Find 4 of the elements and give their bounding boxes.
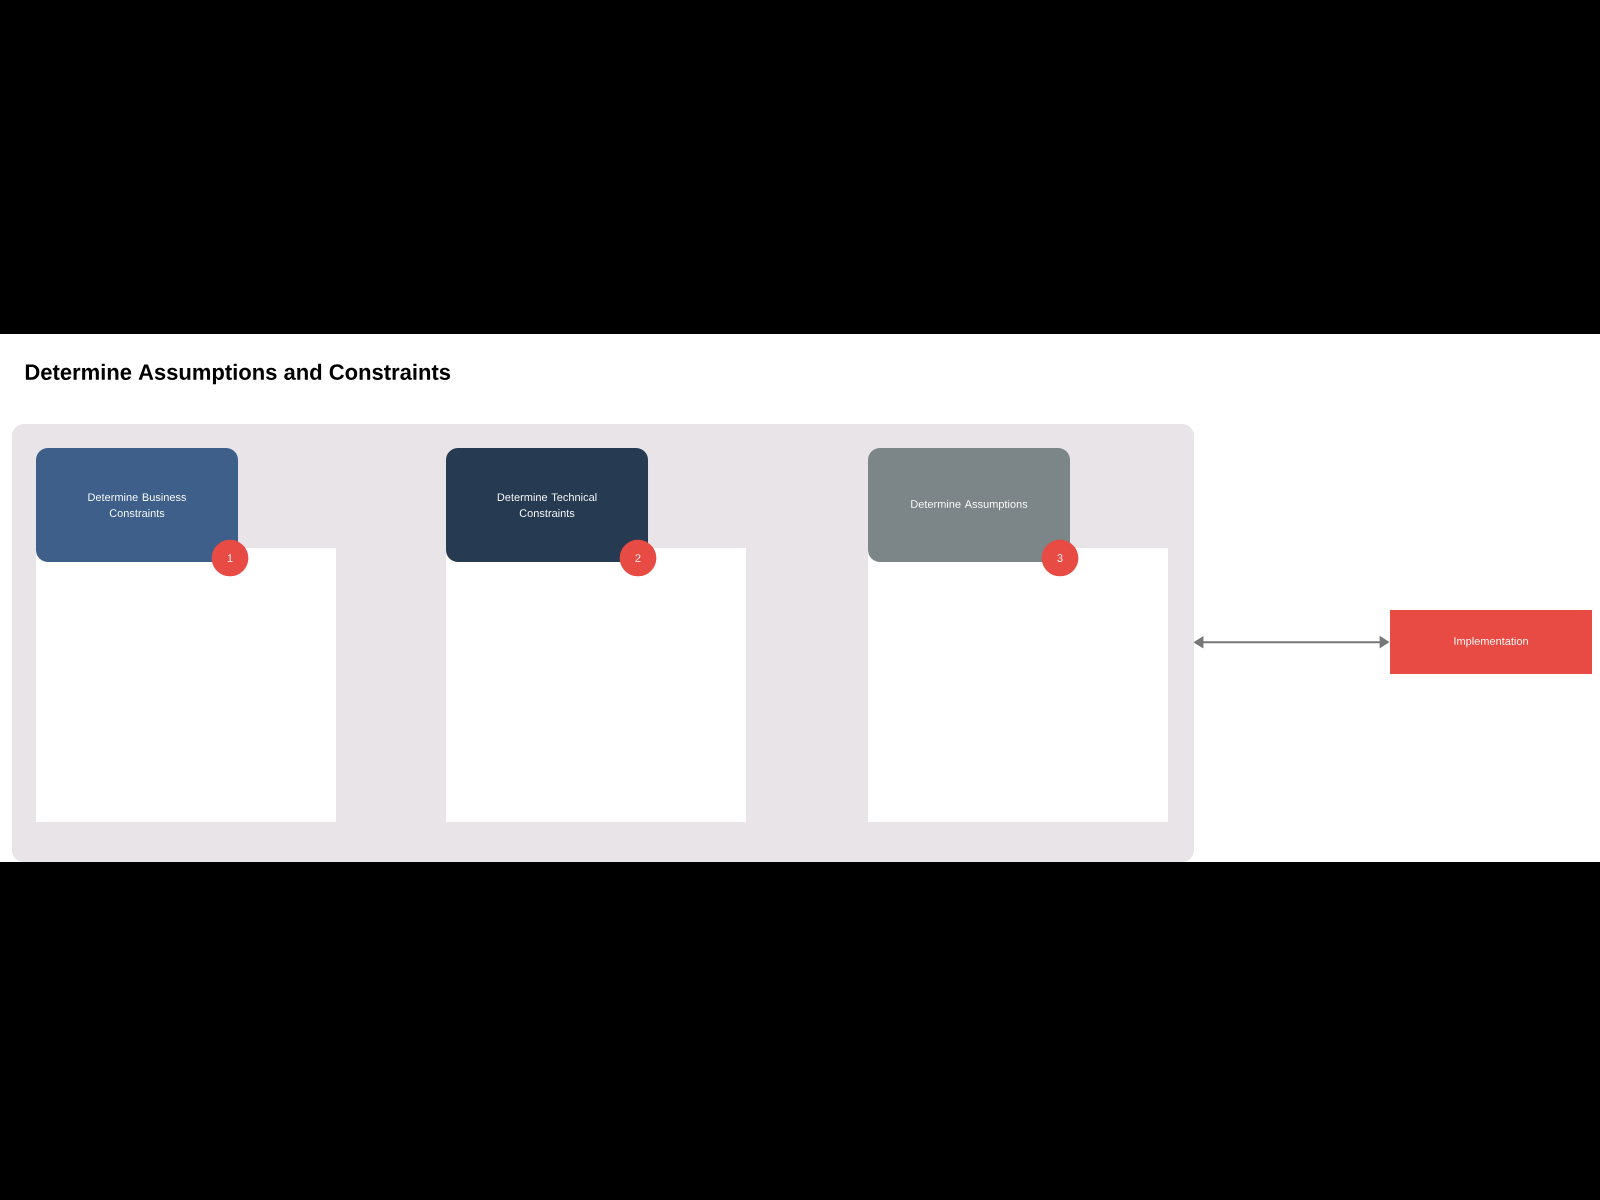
card (36, 548, 336, 822)
card (868, 548, 1168, 822)
card (446, 548, 746, 822)
title: Determine Assumptions and Constraints (25, 363, 451, 385)
